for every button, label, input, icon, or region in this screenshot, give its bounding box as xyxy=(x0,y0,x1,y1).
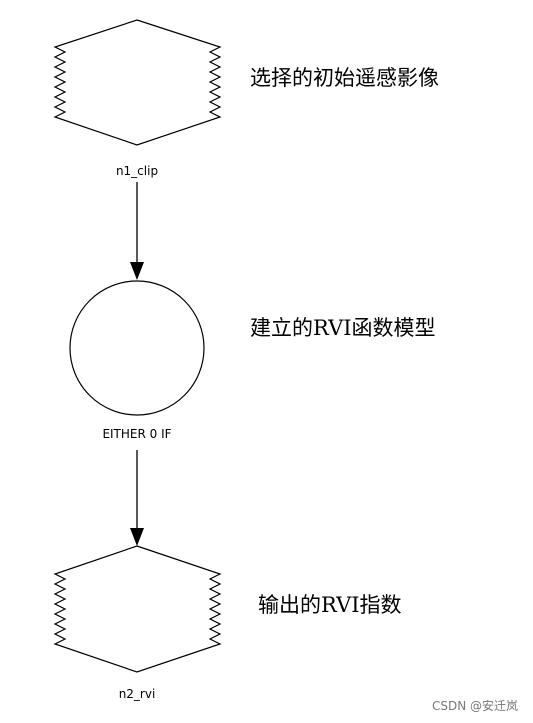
input-node-label: n1_clip xyxy=(116,164,158,178)
watermark-text: CSDN @安迁岚 xyxy=(432,698,518,713)
function-circle[interactable] xyxy=(69,280,205,416)
input-raster-node[interactable] xyxy=(53,19,222,146)
output-raster-node[interactable] xyxy=(53,545,222,673)
output-node-label: n2_rvi xyxy=(119,687,156,701)
input-annotation: 选择的初始遥感影像 xyxy=(250,66,439,90)
arrowhead-1 xyxy=(130,262,144,280)
arrowhead-2 xyxy=(130,528,144,546)
connector-input-to-function xyxy=(130,182,144,280)
output-raster-shape xyxy=(53,545,222,673)
function-annotation: 建立的RVI函数模型 xyxy=(250,316,436,340)
connector-function-to-output xyxy=(130,450,144,546)
input-raster-shape xyxy=(53,19,222,146)
function-node-label: EITHER 0 IF xyxy=(102,427,171,441)
output-annotation: 输出的RVI指数 xyxy=(258,593,402,617)
